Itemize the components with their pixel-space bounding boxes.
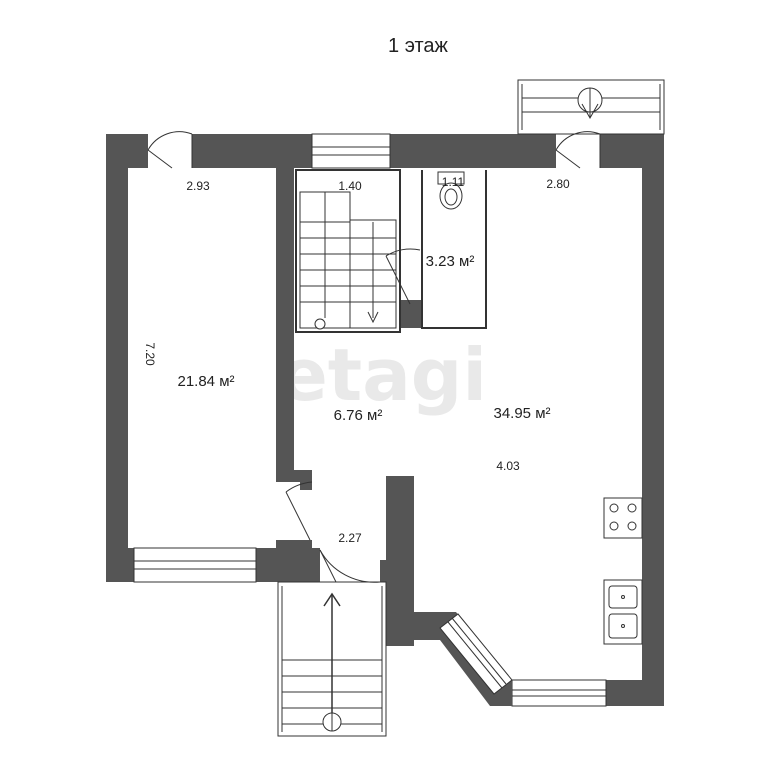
- door-kitchen: [555, 149, 581, 169]
- area-hall: 6.76 м²: [334, 407, 383, 424]
- wall-bottom-left-a: [106, 548, 134, 582]
- door-wc: [385, 255, 411, 305]
- entrance-stair: [277, 581, 387, 737]
- watermark: etagi: [279, 333, 487, 417]
- dim-right-top: 2.80: [546, 177, 570, 191]
- window-top: [311, 133, 391, 169]
- wall-bottom-right: [606, 680, 664, 706]
- internal-stair: [299, 191, 397, 330]
- door-left-partition: [285, 491, 311, 541]
- windows: [133, 133, 607, 707]
- wall-right: [642, 134, 664, 706]
- area-room-left: 21.84 м²: [177, 373, 234, 390]
- stair-box: [295, 169, 401, 333]
- porch-top: [517, 79, 665, 135]
- floor-title: 1 этаж: [388, 35, 449, 57]
- dim-stair-top: 1.40: [338, 179, 362, 193]
- wall-partition-lower: [276, 540, 312, 582]
- dim-right-mid: 4.03: [496, 459, 520, 473]
- dim-left-side: 7.20: [143, 342, 157, 366]
- area-wc: 3.23 м²: [426, 253, 475, 270]
- wc-box: [421, 170, 487, 329]
- door-left-room: [147, 149, 173, 169]
- stove: [603, 497, 643, 539]
- doors: [147, 131, 601, 583]
- walls: [106, 134, 664, 706]
- toilet: [437, 171, 465, 210]
- window-left-room: [133, 547, 257, 583]
- dim-left-top: 2.93: [186, 179, 210, 193]
- dim-wc-top: 1.11: [442, 175, 465, 189]
- wall-top-mid: [390, 134, 556, 168]
- wall-wc-corner: [400, 300, 422, 328]
- wall-left: [106, 134, 128, 582]
- kitchen-sink: [603, 579, 643, 645]
- wall-partition-jamb: [300, 470, 312, 490]
- area-kitchen-living: 34.95 м²: [493, 405, 550, 422]
- dim-entrance: 2.27: [338, 531, 362, 545]
- wall-partition-upper: [276, 134, 294, 478]
- bay-window: [414, 612, 513, 706]
- window-kitchen-bottom: [511, 679, 607, 707]
- wall-kitchen-divider: [386, 476, 414, 646]
